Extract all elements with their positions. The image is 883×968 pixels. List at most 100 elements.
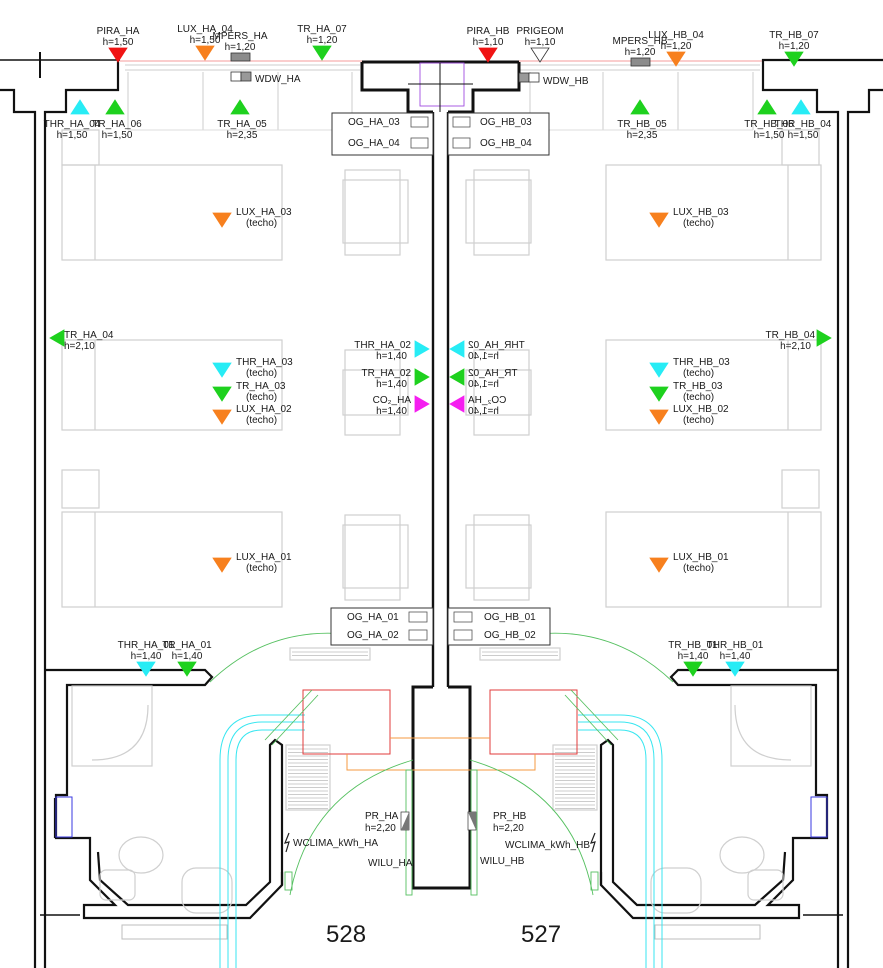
outlet-icon <box>453 611 473 623</box>
co2-sensor-icon <box>449 395 465 413</box>
sensor-mpers-ha: MPERS_HAh=1,20 <box>212 31 268 62</box>
sensor-label: TR_HA_02 <box>362 368 412 379</box>
pira-sensor-icon <box>108 47 128 63</box>
sensor-label: LUX_HA_02 <box>236 404 292 415</box>
room-number-527: 527 <box>521 921 561 948</box>
thr-sensor-icon <box>70 99 90 115</box>
mpers-sensor-icon <box>630 57 651 67</box>
sensor-label: MPERS_HA <box>212 31 267 42</box>
outlet-label: OG_HA_03 <box>348 117 400 128</box>
tr-sensor-icon <box>49 329 65 347</box>
wdw-hb-label: WDW_HB <box>543 76 589 87</box>
sensor-tr-ha-04: TR_HA_04h=2,10 <box>49 329 114 352</box>
tr-sensor-icon <box>449 368 465 386</box>
sensor-label: THR_HA_02 <box>468 340 525 351</box>
tr-sensor-icon <box>757 99 777 115</box>
sensor-pira-hb: PIRA_HBh=1,10 <box>467 26 510 63</box>
sensor-height: (techo) <box>246 563 277 574</box>
meter-ha-label: WCLIMA_kWh_HA <box>293 838 378 849</box>
door-sensor-pr-hb: PR_HB h=2,20 <box>467 811 527 834</box>
sensor-lux-ha-01: LUX_HA_01(techo) <box>212 552 292 574</box>
room-number-528: 528 <box>326 921 366 948</box>
sensor-height: (techo) <box>683 392 714 403</box>
sensor-thr-hb-03: THR_HB_03(techo) <box>649 357 730 379</box>
sensor-thr-ha-02: THR_HA_02h=1,40 <box>354 340 430 362</box>
outlet-group-hb-top: OG_HB_03 OG_HB_04 <box>447 112 550 156</box>
sensor-tr-ha-05: TR_HA_05h=2,35 <box>217 99 267 141</box>
hatching <box>288 651 595 809</box>
sensor-label: TR_HA_01 <box>162 640 212 651</box>
sensor-height: (techo) <box>683 563 714 574</box>
sensor-height: h=1,50 <box>102 130 133 141</box>
sensor-height: (techo) <box>246 368 277 379</box>
sensor-lux-hb-03: LUX_HB_03(techo) <box>649 207 729 229</box>
lux-sensor-icon <box>212 212 232 228</box>
outlet-icon <box>410 116 429 128</box>
sensor-mpers-hb: MPERS_HBh=1,20 <box>612 36 668 67</box>
sensor-height: (techo) <box>246 415 277 426</box>
tr-sensor-icon <box>683 661 703 677</box>
sensor-lux-hb-02: LUX_HB_02(techo) <box>649 404 729 426</box>
outlet-label: OG_HA_01 <box>347 612 399 623</box>
thr-sensor-icon <box>414 340 430 358</box>
sensor-height: h=1,40 <box>172 651 203 662</box>
sensor-label: PRIGEOM <box>516 26 563 37</box>
sensor-label: LUX_HA_01 <box>236 552 292 563</box>
sensor-tr-ha-03: TR_HA_03(techo) <box>212 381 286 403</box>
thr-sensor-icon <box>449 340 465 358</box>
wdw-ha-label: WDW_HA <box>255 74 301 85</box>
outlet-icon <box>452 116 471 128</box>
energy-meter-ha: WCLIMA_kWh_HA <box>284 832 378 853</box>
sensor-height: h=2,35 <box>627 130 658 141</box>
sensor-label: TR_HA_03 <box>236 381 286 392</box>
sensor-height: h=1,20 <box>625 47 656 58</box>
tr-sensor-icon <box>630 99 650 115</box>
sensor-height: h=1,20 <box>307 35 338 46</box>
sensor-tr-hb-07: TR_HB_07h=1,20 <box>769 30 819 67</box>
thr-sensor-icon <box>649 362 669 378</box>
sensor-label: THR_HB_01 <box>707 640 764 651</box>
outlet-icon <box>453 629 473 641</box>
sensor-height: h=1,20 <box>225 42 256 53</box>
wardrobe-right <box>552 744 598 811</box>
sensor-thr-ha-04: THR_HA_04h=1,50 <box>44 99 101 141</box>
tr-sensor-icon <box>784 51 804 67</box>
sensor-lux-ha-03: LUX_HA_03(techo) <box>212 207 292 229</box>
sensor-thr-ha-02-mirror: THR_HA_02h=1,40 <box>449 340 525 362</box>
sensor-label: THR_HB_04 <box>775 119 832 130</box>
sensor-height: h=1,40 <box>720 651 751 662</box>
sensor-co2-ha: CO₂_HAh=1,40 <box>373 395 430 417</box>
sensor-label: TR_HA_07 <box>297 24 347 35</box>
sensor-tr-ha-02: TR_HA_02h=1,40 <box>362 368 430 390</box>
tr-sensor-icon <box>212 386 232 402</box>
thr-sensor-icon <box>136 661 156 677</box>
tr-sensor-icon <box>230 99 250 115</box>
outlet-icon <box>408 611 428 623</box>
sensor-height: h=1,50 <box>57 130 88 141</box>
sensor-label: LUX_HB_01 <box>673 552 729 563</box>
lux-sensor-icon <box>212 557 232 573</box>
sensor-lux-hb-04: LUX_HB_04h=1,20 <box>648 30 704 67</box>
sensor-height: h=1,10 <box>525 37 556 48</box>
sensor-height: h=2,35 <box>227 130 258 141</box>
outlet-label: OG_HA_04 <box>348 138 400 149</box>
sensor-height: h=1,40 <box>376 351 407 362</box>
sensor-tr-ha-01: TR_HA_01h=1,40 <box>162 640 212 677</box>
fan-coil-hb <box>489 689 578 755</box>
bathroom-walls <box>40 647 843 940</box>
energy-meter-hb: WCLIMA_kWh_HB <box>505 832 596 853</box>
sensor-label: TR_HB_07 <box>769 30 819 41</box>
outlet-group-ha-top: OG_HA_03 OG_HA_04 <box>331 112 434 156</box>
sensor-label: THR_HB_03 <box>673 357 730 368</box>
tr-sensor-icon <box>312 45 332 61</box>
sensor-label: THR_HA_01 <box>118 640 175 651</box>
sensor-lux-ha-02: LUX_HA_02(techo) <box>212 404 292 426</box>
wilu-ha-label: WILU_HA <box>368 858 413 869</box>
sensor-height: (techo) <box>683 368 714 379</box>
lightning-icon <box>590 832 596 853</box>
sensor-lux-ha-04: LUX_HA_04h=1,50 <box>177 24 233 61</box>
outlet-icon <box>452 137 471 149</box>
wdw-ha: WDW_HA <box>230 71 301 85</box>
sensor-label: CO₂_HA <box>373 395 412 406</box>
